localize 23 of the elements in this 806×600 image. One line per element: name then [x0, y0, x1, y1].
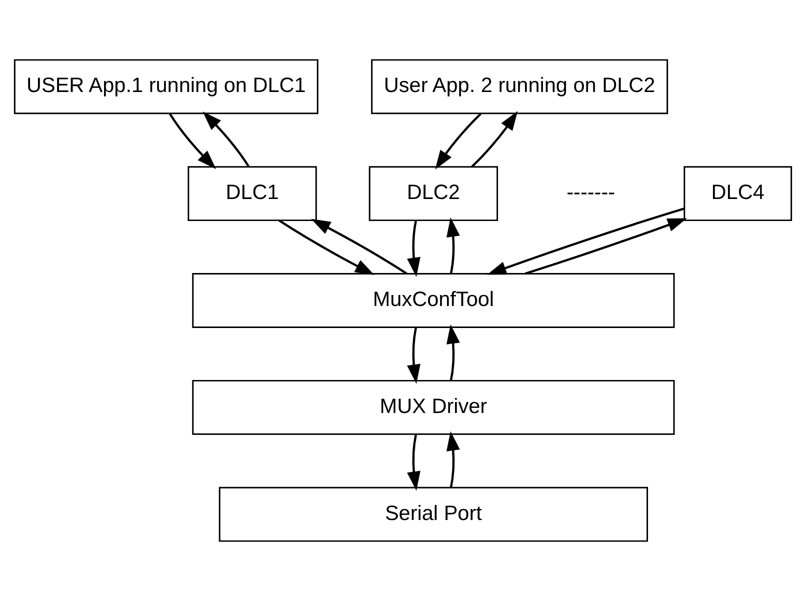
node-box: User App. 2 running on DLC2 — [371, 58, 668, 114]
node-box: DLC2 — [368, 166, 498, 221]
arrow — [202, 110, 250, 167]
arrow — [435, 112, 482, 169]
arrow — [407, 220, 420, 276]
arrow — [407, 326, 420, 384]
arrow — [446, 324, 460, 380]
arrow — [524, 218, 687, 274]
node-box: Serial Port — [218, 486, 648, 542]
arrow — [446, 430, 460, 488]
node-box: DLC1 — [188, 166, 317, 221]
node-box: USER App.1 running on DLC1 — [14, 58, 318, 114]
arrow — [311, 218, 408, 274]
arrow — [168, 112, 216, 169]
node-box: MUX Driver — [192, 379, 675, 434]
arrow — [487, 207, 684, 274]
arrow — [407, 434, 420, 490]
arrow — [278, 219, 374, 275]
arrow — [446, 216, 460, 274]
label: ------- — [566, 180, 616, 204]
arrow — [471, 110, 518, 167]
node-box: DLC4 — [684, 166, 792, 221]
node-box: MuxConfTool — [192, 272, 675, 328]
